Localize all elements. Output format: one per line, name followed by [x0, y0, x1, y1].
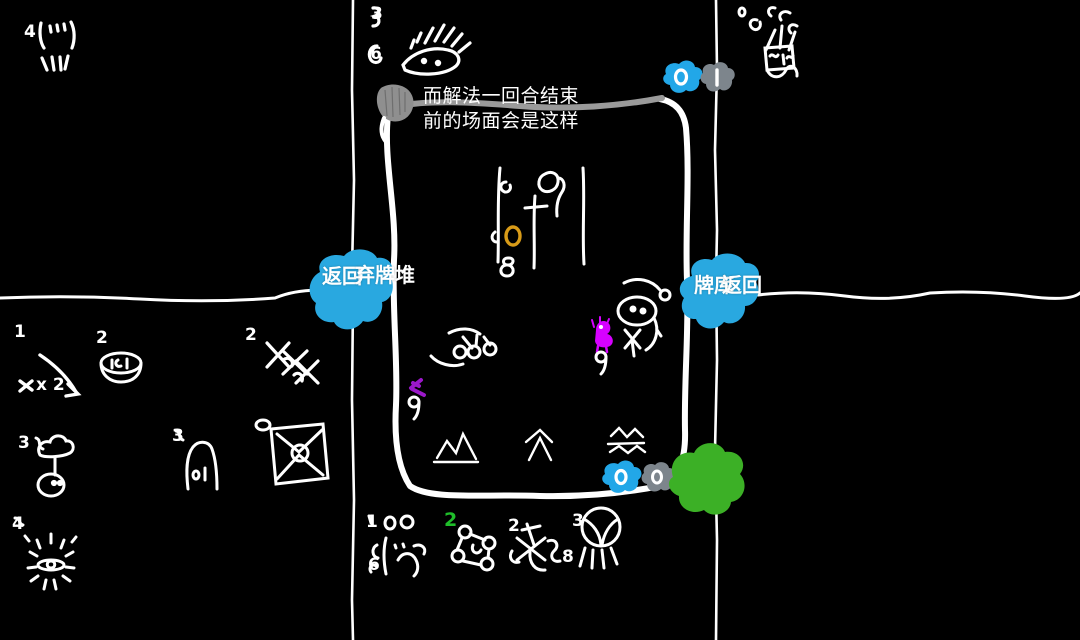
icon-water-waves	[606, 426, 647, 455]
sketch-bowl-lol	[99, 351, 143, 384]
marker-purple-stroke	[409, 378, 426, 397]
bottom-gray-token-hole	[651, 469, 663, 485]
bottom-sketch-index-green-2: 2	[444, 509, 458, 531]
boundary-top-gray-stroke	[395, 95, 665, 111]
sidebar-left-multiplier: x 2	[36, 375, 65, 395]
caption-marker-blob	[376, 84, 414, 144]
discard-pile-label-bottom: 弃牌堆	[355, 264, 415, 286]
sketch-jellyfish-ball	[578, 506, 622, 570]
top-blue-token-blob[interactable]	[663, 60, 703, 93]
sketch-potted-flower	[737, 6, 799, 79]
play-area-boundary	[383, 95, 691, 500]
bottom-sketch-index-6: 6	[368, 555, 380, 575]
icon-tent-arch	[524, 428, 554, 462]
sketch-hedgehog	[367, 6, 472, 76]
white-eight-marker	[499, 256, 515, 278]
white-nine-left	[407, 395, 421, 421]
sketch-cloud-balloon	[34, 434, 75, 498]
sketch-ghost	[174, 429, 219, 491]
deck-return-label-right: 返回	[722, 273, 762, 297]
sidebar-left-index-4: 4	[12, 514, 24, 534]
sketch-arrow-down-right	[18, 353, 82, 398]
boundary-path	[383, 96, 691, 500]
discard-pile-blob[interactable]	[309, 249, 393, 330]
bottom-sketch-index-3: 3	[572, 511, 584, 531]
sketch-boxed-compass-star	[254, 418, 330, 486]
discard-pile-label-top: 返回	[322, 264, 362, 288]
sketch-field-strokes	[490, 166, 586, 270]
deck-return-blob[interactable]	[679, 253, 759, 329]
top-blue-token-hole	[673, 68, 689, 86]
sketch-two-eyes-figure	[367, 514, 427, 578]
sidebar-left-index-1: 1	[14, 322, 26, 342]
sketch-node-graph	[450, 524, 497, 572]
sketch-cherry-cluster	[429, 327, 498, 368]
sketch-chain-crosses	[265, 341, 320, 385]
sketch-stick-person	[616, 278, 672, 358]
bottom-gray-token-blob[interactable]	[641, 462, 676, 492]
caption-line-2: 前的场面会是这样	[423, 110, 580, 132]
sketch-magenta-figure	[591, 316, 613, 354]
deck-return-label-left: 牌库	[694, 273, 734, 297]
top-sketch-index-3: 3	[371, 4, 383, 24]
sidebar-mid-index-2: 2	[245, 325, 257, 345]
bottom-sketch-index-2: 2	[508, 516, 520, 536]
sidebar-left-index-2: 2	[96, 328, 108, 348]
divider-horizontal-right	[756, 290, 1080, 300]
icon-mountain-range	[432, 431, 480, 464]
bottom-sketch-index-8: 8	[562, 547, 574, 567]
white-nine-right	[594, 350, 608, 376]
bottom-blue-token-blob[interactable]	[602, 460, 642, 493]
sketch-teeth-face	[38, 20, 76, 72]
sketch-radial-sun	[13, 516, 78, 591]
caption-line-1: 而解法一回合结束	[423, 85, 580, 107]
sidebar-mid-index-3: 3	[172, 426, 184, 446]
top-sketch-index-6: 6	[370, 44, 382, 64]
bottom-sketch-index-1: 1	[366, 512, 378, 532]
top-sketch-index-4: 4	[24, 22, 36, 42]
green-blob[interactable]	[668, 443, 745, 515]
bottom-blue-token-hole	[614, 468, 628, 486]
orange-zero-marker	[504, 225, 522, 247]
sketch-stick-creature	[508, 522, 562, 572]
sidebar-left-index-3: 3	[18, 433, 30, 453]
